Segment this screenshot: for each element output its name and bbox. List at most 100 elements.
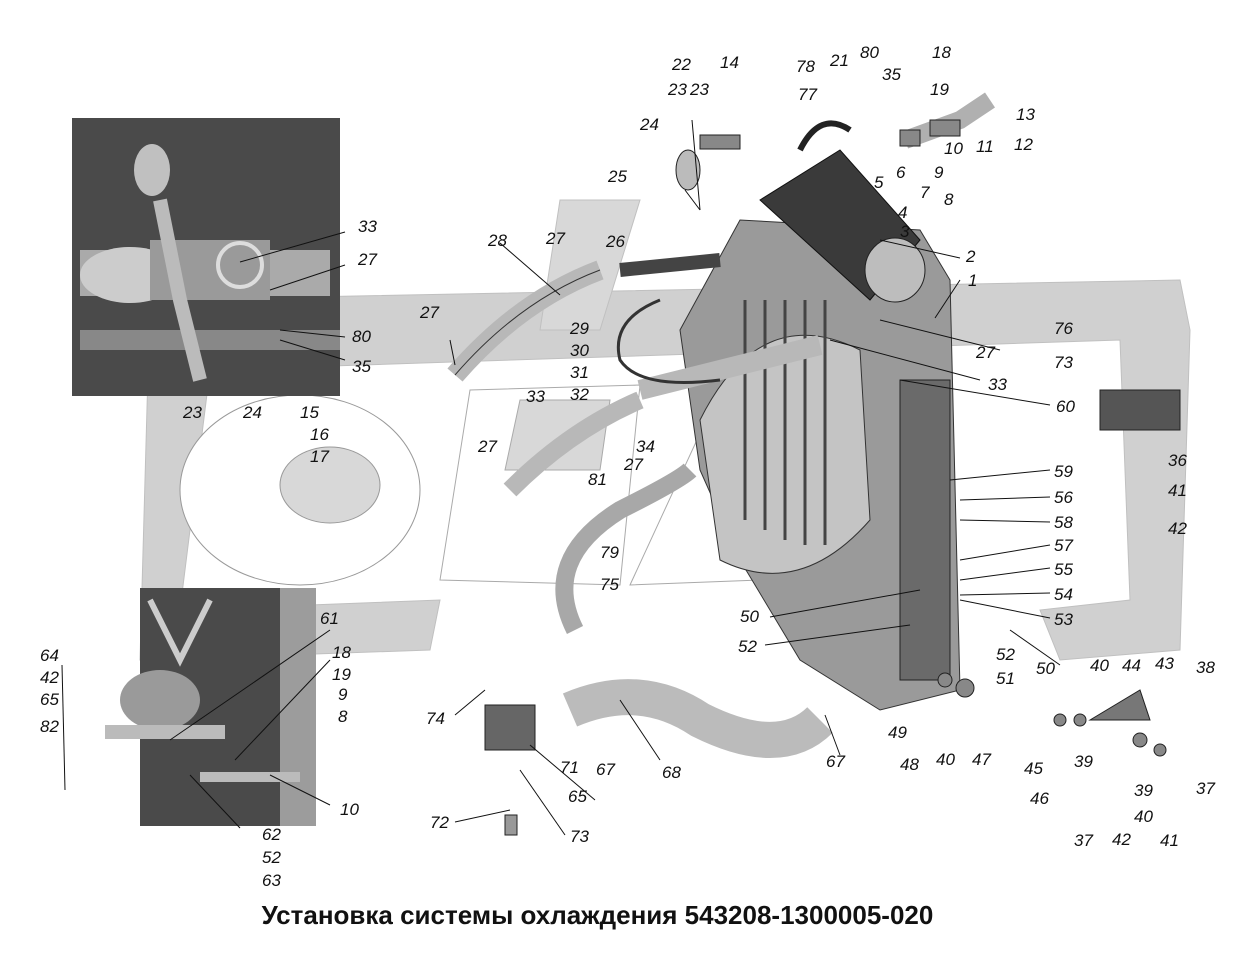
- callout-15: 15: [300, 403, 319, 422]
- callout-27: 27: [477, 437, 497, 456]
- callout-82: 82: [40, 717, 59, 736]
- callout-61: 61: [320, 609, 339, 628]
- callout-68: 68: [662, 763, 681, 782]
- callout-55: 55: [1054, 560, 1073, 579]
- callout-81: 81: [588, 470, 607, 489]
- callout-41: 41: [1168, 481, 1187, 500]
- callout-62: 62: [262, 825, 281, 844]
- callout-19: 19: [332, 665, 351, 684]
- callout-57: 57: [1054, 536, 1073, 555]
- callout-27: 27: [623, 455, 643, 474]
- callout-39: 39: [1134, 781, 1153, 800]
- callout-18: 18: [932, 43, 951, 62]
- callout-32: 32: [570, 385, 589, 404]
- expansion-tank: [759, 120, 926, 303]
- callout-44: 44: [1122, 656, 1141, 675]
- callout-33: 33: [358, 217, 377, 236]
- callout-60: 60: [1056, 397, 1075, 416]
- callout-72: 72: [430, 813, 449, 832]
- callout-45: 45: [1024, 759, 1043, 778]
- callout-76: 76: [1054, 319, 1073, 338]
- callout-42: 42: [1112, 830, 1131, 849]
- callout-52: 52: [738, 637, 757, 656]
- callout-11: 11: [976, 137, 994, 156]
- callout-63: 63: [262, 871, 281, 890]
- callout-23: 23: [182, 403, 202, 422]
- callout-52: 52: [262, 848, 281, 867]
- callout-34: 34: [636, 437, 655, 456]
- callout-77: 77: [798, 85, 817, 104]
- callout-59: 59: [1054, 462, 1073, 481]
- callout-80: 80: [860, 43, 879, 62]
- callout-7: 7: [920, 183, 930, 202]
- callout-24: 24: [639, 115, 659, 134]
- callout-40: 40: [1134, 807, 1153, 826]
- callout-47: 47: [972, 750, 991, 769]
- callout-37: 37: [1196, 779, 1215, 798]
- callout-28: 28: [487, 231, 507, 250]
- callout-65: 65: [568, 787, 587, 806]
- callout-21: 21: [829, 51, 849, 70]
- callout-27: 27: [975, 343, 995, 362]
- leader-lines: [61, 119, 1061, 836]
- callout-24: 24: [242, 403, 262, 422]
- callout-19: 19: [930, 80, 949, 99]
- callout-73: 73: [570, 827, 589, 846]
- callout-67: 67: [826, 752, 845, 771]
- callout-17: 17: [310, 447, 329, 466]
- callout-52: 52: [996, 645, 1015, 664]
- callout-40: 40: [936, 750, 955, 769]
- callout-73: 73: [1054, 353, 1073, 372]
- callout-38: 38: [1196, 658, 1215, 677]
- callout-50: 50: [1036, 659, 1055, 678]
- callout-80: 80: [352, 327, 371, 346]
- callout-65: 65: [40, 690, 59, 709]
- callout-33: 33: [988, 375, 1007, 394]
- callout-53: 53: [1054, 610, 1073, 629]
- callout-27: 27: [545, 229, 565, 248]
- callout-5: 5: [874, 173, 884, 192]
- callout-31: 31: [570, 363, 589, 382]
- inset-top-left: [72, 118, 340, 396]
- callout-35: 35: [882, 65, 901, 84]
- callout-25: 25: [607, 167, 627, 186]
- callout-10: 10: [340, 800, 359, 819]
- callout-67: 67: [596, 760, 615, 779]
- callout-39: 39: [1074, 752, 1093, 771]
- callout-26: 26: [605, 232, 625, 251]
- callout-41: 41: [1160, 831, 1179, 850]
- callout-43: 43: [1155, 654, 1174, 673]
- callout-64: 64: [40, 646, 59, 665]
- callout-9: 9: [338, 685, 348, 704]
- callout-42: 42: [1168, 519, 1187, 538]
- callout-40: 40: [1090, 656, 1109, 675]
- callout-8: 8: [338, 707, 348, 726]
- callout-51: 51: [996, 669, 1015, 688]
- callout-71: 71: [560, 758, 579, 777]
- callout-14: 14: [720, 53, 739, 72]
- radiator-assembly: [679, 219, 961, 711]
- callout-75: 75: [600, 575, 619, 594]
- callout-23: 23: [667, 80, 687, 99]
- callout-79: 79: [600, 543, 619, 562]
- callout-74: 74: [426, 709, 445, 728]
- small-parts: [484, 119, 1181, 836]
- callout-78: 78: [796, 57, 815, 76]
- callout-13: 13: [1016, 105, 1035, 124]
- callout-3: 3: [900, 222, 910, 241]
- callout-50: 50: [740, 607, 759, 626]
- callout-8: 8: [944, 190, 954, 209]
- inset-bottom-left: [105, 588, 316, 826]
- callout-2: 2: [965, 247, 976, 266]
- callout-37: 37: [1074, 831, 1093, 850]
- callout-6: 6: [896, 163, 906, 182]
- diagram-caption: Установка системы охлаждения 543208-1300…: [261, 900, 934, 930]
- callout-49: 49: [888, 723, 907, 742]
- callout-1: 1: [968, 271, 977, 290]
- callout-35: 35: [352, 357, 371, 376]
- callout-36: 36: [1168, 451, 1187, 470]
- callout-27: 27: [419, 303, 439, 322]
- callout-10: 10: [944, 139, 963, 158]
- callout-27: 27: [357, 250, 377, 269]
